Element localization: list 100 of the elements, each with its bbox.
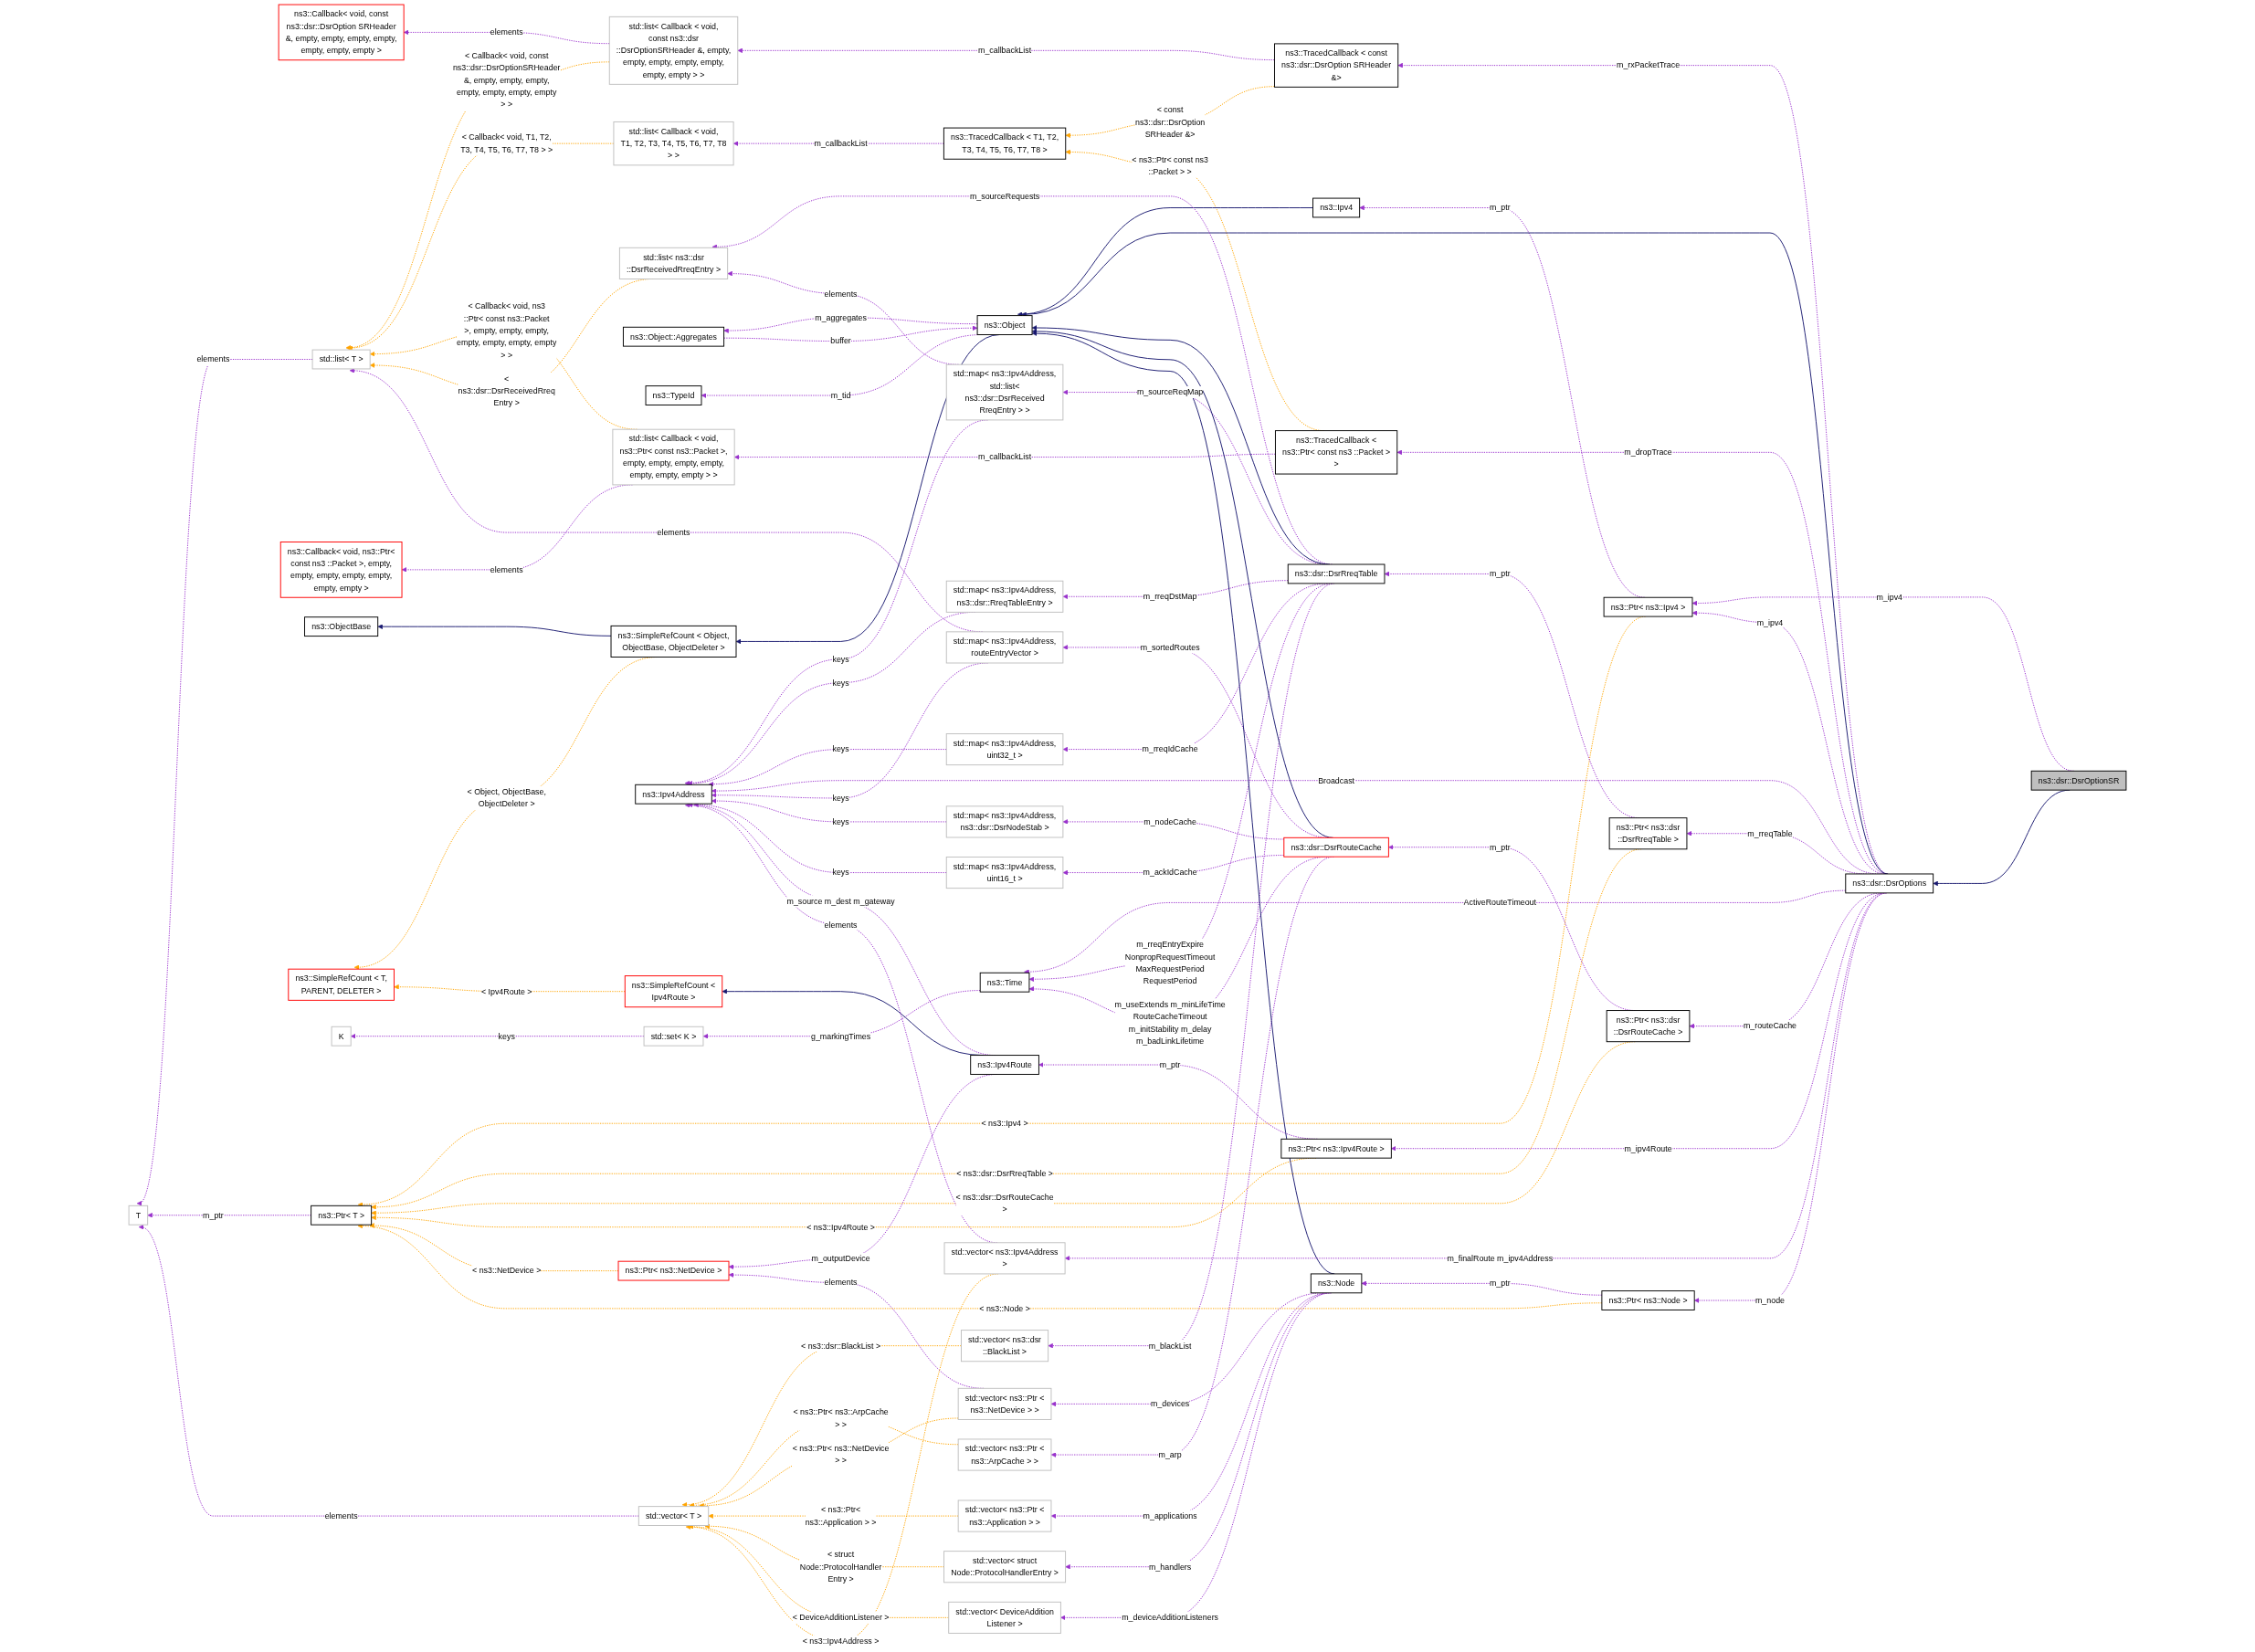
edge-label: < ns3::Ptr< ns3::NetDevice > > [792,1443,890,1465]
node-box: ns3::Ipv4Route [970,1055,1039,1075]
node-box: ns3::Ipv4 [1312,197,1361,218]
node-box: std::map< ns3::Ipv4Address, ns3::dsr::DsrNodeStab > [945,805,1064,838]
node-box: std::vector< ns3::Ptr < ns3::NetDevice > > [957,1387,1052,1420]
edge-label: elements [657,527,690,537]
edge-label: < ns3::Ptr< const ns3 ::Packet > > [1132,154,1208,176]
edge-label: Broadcast [1318,775,1355,785]
edge-label: m_finalRoute m_ipv4Address [1447,1253,1554,1263]
node-box: ns3::TracedCallback < T1, T2, T3, T4, T5, T6, T7, T8 > [943,127,1067,160]
node-box: ns3::Ptr< ns3::Ipv4 > [1603,596,1693,617]
node-box: ns3::Ptr< ns3::dsr ::DsrRouteCache > [1606,1010,1691,1043]
node-box: std::list< T > [311,349,371,370]
node-box: ns3::Object::Aggregates [622,326,725,347]
edge-label: < ns3::Ptr< ns3::ArpCache > > [793,1407,889,1429]
edge-label: m_rreqDstMap [1143,591,1197,602]
edge-label: m_arp [1158,1449,1182,1459]
edge-label: < ns3::dsr::DsrRouteCache > [955,1192,1054,1215]
edge-label: ActiveRouteTimeout [1463,898,1536,908]
edge-label: elements [490,564,523,574]
edge-label: m_sourceRequests [969,191,1040,201]
node-box: ns3::Ptr< ns3::Node > [1601,1290,1695,1310]
edge-label: keys [832,654,849,664]
node-box: std::vector< ns3::Ipv4Address > [943,1242,1066,1275]
edge-label: m_ackIdCache [1143,868,1197,878]
edge-label: m_ptr [1489,842,1511,852]
edge-label: m_deviceAdditionListeners [1122,1613,1219,1623]
edge-label: m_ptr [1159,1059,1181,1069]
edge-label: m_dropTrace [1624,447,1672,458]
edge-label: m_ptr [1489,569,1511,579]
edge-label: < Callback< void, const ns3::dsr::DsrOptionSRHeader &, empty, empty, empty, empty, empty, empty, empty > > [452,50,561,110]
node-box: ns3::TracedCallback < ns3::Ptr< const ns3 ::Packet > > [1274,430,1398,475]
node-box: ns3::dsr::DsrRreqTable [1287,563,1386,584]
node-box: ns3::Time [979,972,1030,993]
edge-label: < ns3::dsr::DsrRreqTable > [956,1168,1053,1178]
edge-label: < ns3::Ipv4Route > [806,1222,875,1232]
node-box: std::map< ns3::Ipv4Address, routeEntryVector > [945,631,1064,664]
node-box: T [128,1205,149,1226]
edge-label: m_rreqEntryExpire NonpropRequestTimeout MaxRequestPeriod RequestPeriod [1124,940,1216,986]
node-box: ns3::Ptr< T > [311,1205,373,1226]
node-box: std::vector< struct Node::ProtocolHandlerEntry > [943,1551,1067,1584]
edge-label: m_routeCache [1743,1021,1797,1031]
node-box: K [331,1026,352,1047]
edge-label: < ns3::Ipv4 > [981,1118,1028,1128]
edge-label: m_rxPacketTrace [1617,60,1681,70]
edge-label: m_ipv4 [1756,617,1784,627]
node-box: std::vector< T > [638,1506,710,1526]
node-box: std::list< Callback < void, T1, T2, T3, T4, T5, T6, T7, T8 > > [613,121,734,166]
edge-label: < struct Node::ProtocolHandler Entry > [799,1550,882,1584]
edge-label: m_nodeCache [1143,816,1196,826]
edge-label: m_tid [830,390,851,400]
edge-label: m_rreqTable [1747,828,1793,838]
edge-label: m_applications [1143,1510,1197,1520]
node-box: std::list< Callback < void, const ns3::dsr ::DsrOptionSRHeader &, empty, empty, empty, empty, empty, empty, empty > > [608,16,739,85]
node-box: ns3::SimpleRefCount < Ipv4Route > [624,975,723,1008]
node-box: ns3::dsr::DsrOptionSR [2030,770,2127,791]
edge-label: < Callback< void, ns3 ::Ptr< const ns3::Packet >, empty, empty, empty, empty, empty, empty, empty > > [457,301,557,360]
node-box: std::set< K > [643,1026,704,1047]
edge-label: < ns3::dsr::DsrReceivedRreq Entry > [458,374,555,407]
node-box: std::map< ns3::Ipv4Address, uint16_t > [945,857,1064,889]
edge-label: < const ns3::dsr::DsrOption SRHeader &> [1134,105,1206,139]
edge-label: < Callback< void, T1, T2, T3, T4, T5, T6, T7, T8 > > [460,132,553,154]
edge-label: m_ipv4 [1876,592,1902,602]
node-box: ns3::Ipv4Address [635,784,712,805]
edge-label: m_useExtends m_minLifeTime RouteCacheTimeout m_initStability m_delay m_badLinkLifetime [1114,999,1226,1046]
edge-label: m_node [1754,1295,1785,1305]
edge-label: m_ipv4Route [1624,1143,1672,1153]
edge-label: keys [832,678,849,688]
edge-label: elements [196,354,230,364]
edge-label: m_sourceReqMap [1136,387,1204,397]
edge-label: elements [824,1278,858,1288]
edge-label: < ns3::NetDevice > [472,1266,542,1276]
node-box: ns3::Ptr< ns3::dsr ::DsrRreqTable > [1608,817,1688,850]
edge-label: elements [490,27,523,37]
node-box: std::list< ns3::dsr ::DsrReceivedRreqEntry > [618,247,729,279]
edge-label: m_sortedRoutes [1140,642,1200,652]
edge-label: m_devices [1150,1399,1190,1409]
edge-label: < Object, ObjectBase, ObjectDeleter > [467,786,546,809]
node-box: ns3::Callback< void, const ns3::dsr::DsrOption SRHeader &, empty, empty, empty, empty, empty, empty, empty > [278,4,405,61]
edge-label: elements [824,920,858,930]
edge-label: < ns3::Ptr< ns3::Application > > [805,1505,877,1527]
edge-label: m_ptr [1489,203,1511,213]
node-box: ns3::Object [976,315,1033,335]
edge-label: m_ptr [1489,1278,1511,1289]
node-box: std::map< ns3::Ipv4Address, uint32_t > [945,733,1064,766]
edge-label: m_callbackList [978,45,1032,56]
edge-label: elements [824,289,858,299]
edge-label: < ns3::Ipv4Address > [802,1636,880,1647]
edge-label: keys [832,868,849,878]
node-box: std::map< ns3::Ipv4Address, std::list< ns3::dsr::DsrReceived RreqEntry > > [945,363,1064,421]
edge-label: m_aggregates [815,312,867,322]
node-box: std::list< Callback < void, ns3::Ptr< const ns3::Packet >, empty, empty, empty, empty, empty, empty, empty > > [612,428,735,486]
node-box: ns3::ObjectBase [304,616,379,637]
edge-label: keys [832,793,849,803]
edge-label: m_source m_dest m_gateway [786,896,895,906]
edge-label: m_callbackList [814,138,868,148]
node-box: ns3::Ptr< ns3::NetDevice > [617,1260,730,1281]
edge-label: g_markingTimes [811,1031,871,1041]
edge-label: m_callbackList [978,452,1032,462]
edge-label: keys [498,1031,515,1041]
